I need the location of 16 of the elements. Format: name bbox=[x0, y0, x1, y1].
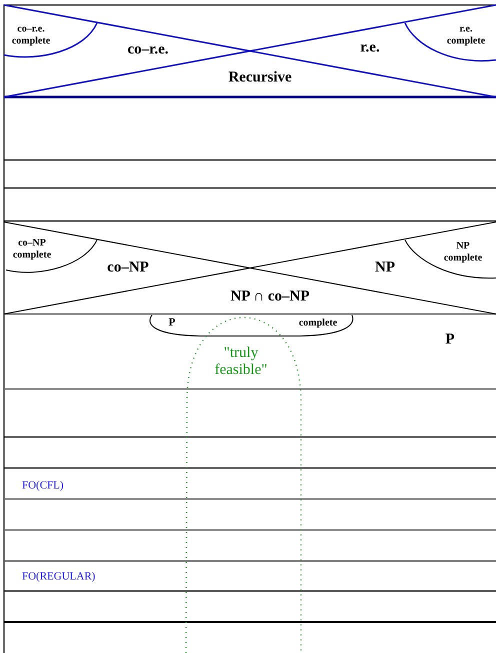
class-label: FO(REGULAR) bbox=[22, 570, 96, 584]
region-label: P bbox=[168, 316, 176, 330]
region-label: r.e. bbox=[360, 39, 380, 57]
region-label: NP complete bbox=[442, 240, 484, 264]
region-label: P bbox=[445, 331, 455, 349]
region-label: complete bbox=[298, 317, 338, 329]
region-label: co–NP complete bbox=[12, 238, 52, 260]
region-label: r.e. complete bbox=[446, 24, 486, 46]
class-label: FO(CFL) bbox=[22, 480, 64, 492]
region-label: co–r.e. complete bbox=[10, 24, 52, 46]
region-label: co–NP bbox=[107, 259, 149, 277]
region-label: co–r.e. bbox=[127, 41, 169, 59]
region-label: NP ∩ co–NP bbox=[230, 288, 310, 306]
region-label: NP bbox=[375, 259, 395, 277]
region-label: Recursive bbox=[228, 69, 292, 87]
region-label: "truly feasible" bbox=[214, 344, 268, 380]
